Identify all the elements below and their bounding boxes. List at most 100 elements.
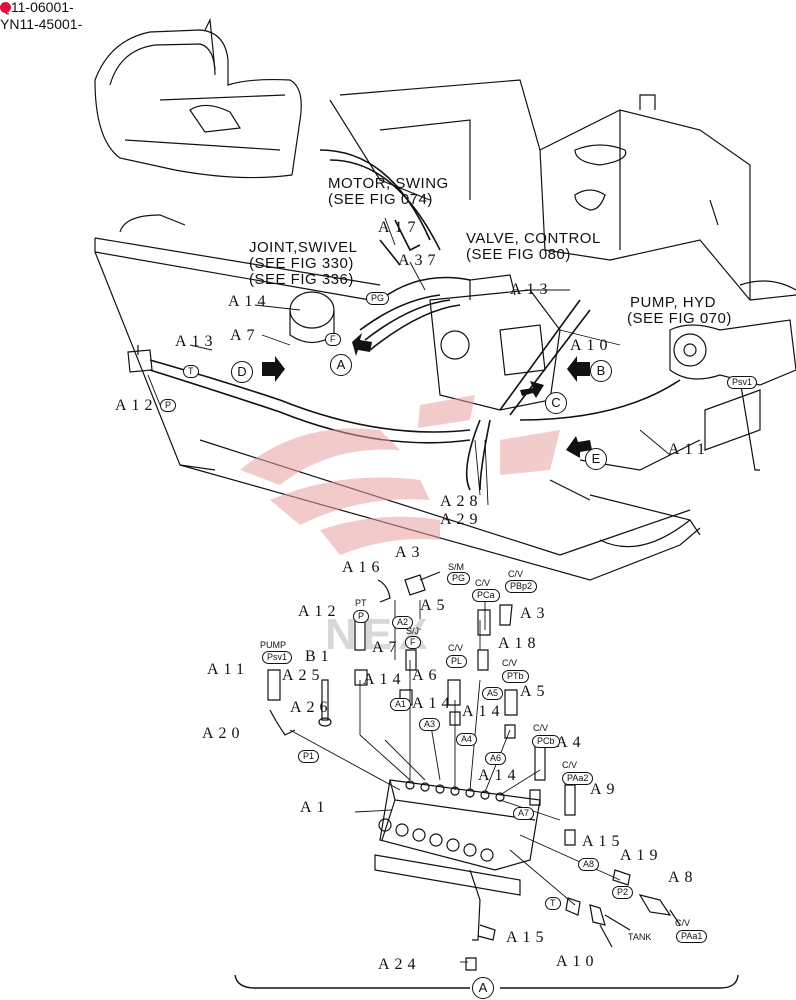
ref-a14-1: A14 — [363, 671, 406, 688]
callout-joint-swivel: JOINT,SWIVEL — [249, 239, 358, 256]
tag-psv1-top: Psv1 — [727, 376, 758, 389]
view-marker-b: B — [590, 360, 612, 382]
tag-a6: A6 — [485, 752, 507, 765]
view-marker-d: D — [231, 361, 253, 383]
ref-a24: A24 — [378, 956, 421, 973]
tag-a1: A1 — [390, 698, 412, 711]
ref-a15-right: A15 — [582, 833, 625, 850]
leader-lines-top — [147, 217, 671, 506]
tag-a5: A5 — [482, 687, 504, 700]
ref-a15-bottom: A15 — [506, 929, 549, 946]
ref-a28: A28 — [440, 493, 483, 510]
ref-a37: A37 — [398, 252, 441, 269]
ref-a3-right: A3 — [520, 605, 550, 622]
tag-pg: PG — [447, 572, 471, 585]
tag-p1: P1 — [298, 750, 320, 763]
ref-a10-top: A10 — [570, 337, 613, 354]
tag-a4: A4 — [456, 733, 478, 746]
caption-cv-5: C/V — [533, 723, 549, 733]
ref-a13-left: A13 — [175, 333, 218, 350]
tag-pl: PL — [446, 655, 468, 668]
tag-paa1: PAa1 — [676, 930, 708, 943]
tag-pca: PCa — [472, 589, 500, 602]
ref-a12-bottom: A12 — [298, 603, 341, 620]
caption-pt: PT — [355, 598, 367, 608]
ref-a16: A16 — [342, 559, 385, 576]
valve-spools-drawing — [378, 818, 494, 862]
tag-a3: A3 — [419, 718, 441, 731]
caption-sj: S/J — [406, 626, 420, 636]
ref-a5-top: A5 — [420, 597, 450, 614]
ref-a11-bottom: A11 — [207, 661, 249, 678]
callout-pump-hyd: PUMP, HYD — [630, 294, 716, 311]
tag-pbp2: PBp2 — [505, 580, 538, 593]
ref-a4: A4 — [556, 734, 586, 751]
view-marker-e: E — [585, 448, 607, 470]
caption-cv-2: C/V — [508, 569, 524, 579]
ref-a10-bottom: A10 — [556, 953, 599, 970]
ref-a25: A25 — [282, 667, 325, 684]
serial-range-2: YN11-45001- — [0, 16, 83, 32]
callout-valve-control-ref: (SEE FIG 080) — [466, 246, 571, 263]
ref-a5-right: A5 — [520, 683, 550, 700]
tag-p-top: P — [160, 399, 177, 412]
ref-a9: A9 — [590, 781, 620, 798]
ref-a29: A29 — [440, 511, 483, 528]
caption-cv-4: C/V — [502, 658, 518, 668]
ref-a8: A8 — [668, 869, 698, 886]
ref-a17: A17 — [378, 219, 421, 236]
callout-motor-swing-ref: (SEE FIG 074) — [328, 191, 433, 208]
tag-a8: A8 — [578, 858, 600, 871]
callout-pump-hyd-ref: (SEE FIG 070) — [627, 310, 732, 327]
ref-a12-top: A12 — [115, 397, 158, 414]
ref-b1: B1 — [305, 648, 334, 665]
view-marker-a: A — [330, 354, 352, 376]
caption-pump: PUMP — [260, 640, 287, 650]
caption-tank: TANK — [628, 932, 652, 942]
tag-pg-top: PG — [366, 292, 390, 305]
fittings-drawing — [267, 571, 681, 971]
tag-p2: P2 — [612, 886, 634, 899]
callout-valve-control: VALVE, CONTROL — [466, 230, 601, 247]
tag-a7: A7 — [513, 807, 535, 820]
tag-t: T — [545, 897, 561, 910]
ref-a14-2: A14 — [412, 695, 455, 712]
tag-pcb: PCb — [532, 735, 560, 748]
caption-cv-7: C/V — [675, 918, 691, 928]
ref-a7-bottom: A7 — [372, 639, 402, 656]
watermark-logo — [240, 395, 560, 555]
warning-dot-icon — [0, 2, 11, 13]
valve-assembly-drawing — [374, 779, 541, 941]
hydraulic-pump-drawing — [669, 280, 796, 386]
ref-a3-top: A3 — [395, 544, 425, 561]
tag-psv1: Psv1 — [262, 651, 293, 664]
ref-a14-3: A14 — [462, 703, 505, 720]
ref-a1: A1 — [300, 799, 330, 816]
operator-seat-drawing — [94, 17, 302, 179]
callout-joint-swivel-ref-2: (SEE FIG 336) — [249, 271, 354, 288]
ref-a6: A6 — [412, 667, 442, 684]
ref-a19: A19 — [620, 847, 663, 864]
callout-joint-swivel-ref-1: (SEE FIG 330) — [249, 255, 354, 272]
tag-f-top: F — [325, 333, 341, 346]
filter-element-drawing — [127, 345, 153, 373]
ref-a14-4: A14 — [478, 767, 521, 784]
tag-a2: A2 — [392, 616, 414, 629]
ref-a20: A20 — [202, 725, 245, 742]
ref-a18: A18 — [498, 635, 541, 652]
tag-f-sj: F — [405, 636, 421, 649]
ref-a11-top: A11 — [668, 441, 710, 458]
caption-cv-3: C/V — [448, 643, 464, 653]
tag-t-top: T — [183, 365, 199, 378]
view-marker-c: C — [545, 392, 567, 414]
caption-cv-6: C/V — [562, 760, 578, 770]
caption-cv-1: C/V — [475, 578, 491, 588]
tag-pbt: PTb — [502, 670, 529, 683]
tag-p-pt: P — [353, 610, 370, 623]
ref-a14-top: A14 — [228, 293, 271, 310]
ref-a7-top: A7 — [230, 327, 260, 344]
ref-a13-right: A13 — [510, 281, 553, 298]
ref-a26: A26 — [290, 699, 333, 716]
caption-sm: S/M — [448, 562, 465, 572]
